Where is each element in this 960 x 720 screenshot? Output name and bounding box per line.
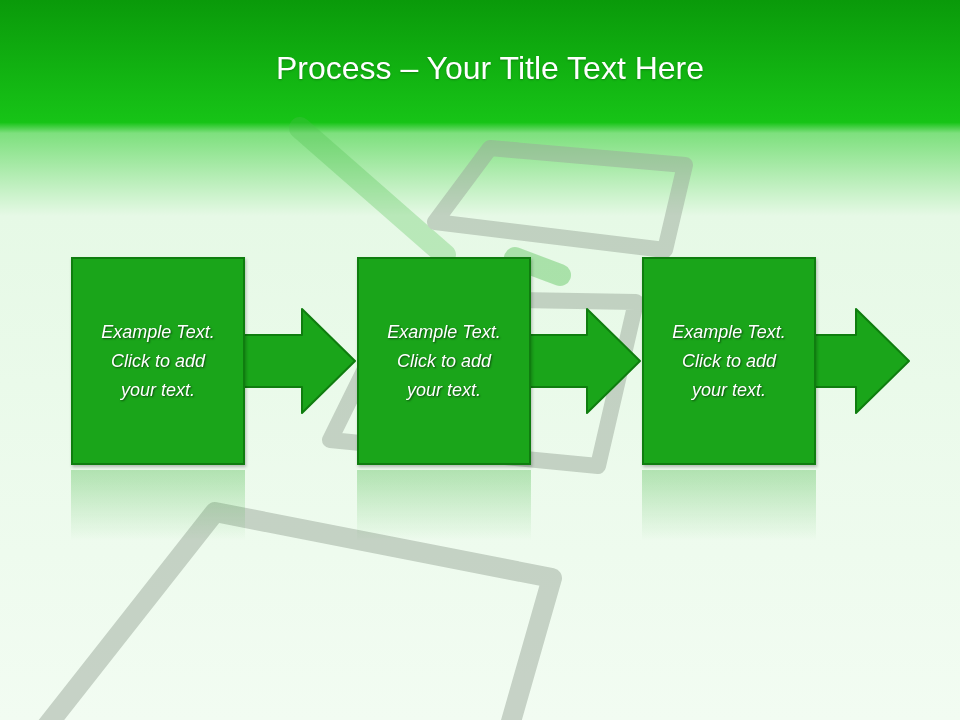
process-box: Example Text. Click to add your text. (71, 257, 245, 465)
process-box: Example Text. Click to add your text. (642, 257, 816, 465)
check-mark (300, 128, 445, 255)
box-text: Example Text. Click to add your text. (379, 318, 509, 405)
block-arrow (242, 309, 355, 413)
box-text: Example Text. Click to add your text. (93, 318, 223, 405)
final-arrow (813, 309, 909, 413)
checkbox-frame (435, 148, 685, 250)
block-arrow (528, 309, 640, 413)
slide-title: Process – Your Title Text Here (0, 50, 960, 87)
box-reflection (642, 470, 816, 540)
reflections (71, 470, 816, 540)
process-box: Example Text. Click to add your text. (357, 257, 531, 465)
box-reflection (357, 470, 531, 540)
box-text: Example Text. Click to add your text. (664, 318, 794, 405)
box-reflection (71, 470, 245, 540)
checkbox-frames (20, 128, 685, 720)
checkbox-frame (20, 512, 552, 720)
